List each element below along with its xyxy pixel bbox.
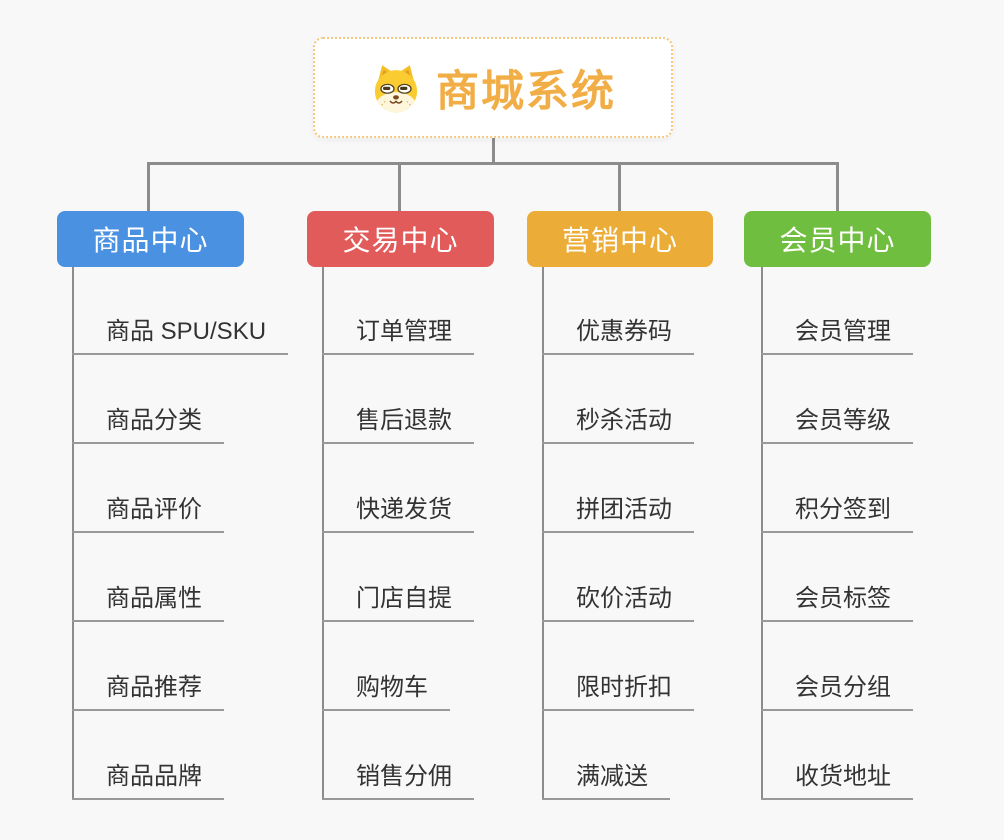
leaf-item[interactable]: 商品分类: [72, 404, 224, 444]
branch-trade-center[interactable]: 交易中心: [307, 211, 494, 267]
leaf-item[interactable]: 商品推荐: [72, 671, 224, 711]
leaf-item[interactable]: 砍价活动: [542, 582, 694, 622]
branch-trunk: [322, 267, 324, 800]
leaf-item[interactable]: 订单管理: [322, 315, 474, 355]
leaf-item[interactable]: 门店自提: [322, 582, 474, 622]
root-title: 商城系统: [436, 67, 616, 116]
branch-label: 会员中心: [779, 225, 896, 256]
leaf-item[interactable]: 会员分组: [761, 671, 913, 711]
branch-trunk: [72, 267, 74, 800]
shiba-dog-icon: [374, 64, 418, 112]
root-node[interactable]: 商城系统: [313, 37, 673, 138]
branch-product-center[interactable]: 商品中心: [57, 211, 244, 267]
connector-drop: [836, 164, 839, 211]
leaf-item[interactable]: 满减送: [542, 760, 670, 800]
leaf-item[interactable]: 限时折扣: [542, 671, 694, 711]
branch-trunk: [761, 267, 763, 800]
branch-label: 营销中心: [561, 225, 678, 256]
leaf-item[interactable]: 快递发货: [322, 493, 474, 533]
connector-drop: [398, 164, 401, 211]
leaf-item[interactable]: 会员标签: [761, 582, 913, 622]
leaf-item[interactable]: 会员管理: [761, 315, 913, 355]
connector-drop: [147, 164, 150, 211]
leaf-item[interactable]: 拼团活动: [542, 493, 694, 533]
branch-trunk: [542, 267, 544, 800]
branch-label: 商品中心: [92, 225, 209, 256]
leaf-item[interactable]: 售后退款: [322, 404, 474, 444]
branch-member-center[interactable]: 会员中心: [744, 211, 931, 267]
leaf-item[interactable]: 优惠券码: [542, 315, 694, 355]
leaf-item[interactable]: 秒杀活动: [542, 404, 694, 444]
leaf-item[interactable]: 商品评价: [72, 493, 224, 533]
branch-marketing-center[interactable]: 营销中心: [527, 211, 713, 267]
leaf-item[interactable]: 商品 SPU/SKU: [72, 315, 289, 355]
leaf-item[interactable]: 会员等级: [761, 404, 913, 444]
connector-drop: [618, 164, 621, 211]
leaf-item[interactable]: 销售分佣: [322, 760, 474, 800]
leaf-item[interactable]: 收货地址: [761, 760, 913, 800]
connector-root-stub: [492, 137, 495, 164]
connector-bus: [147, 162, 839, 165]
leaf-item[interactable]: 积分签到: [761, 493, 913, 533]
leaf-item[interactable]: 购物车: [322, 671, 450, 711]
leaf-item[interactable]: 商品品牌: [72, 760, 224, 800]
leaf-item[interactable]: 商品属性: [72, 582, 224, 622]
branch-label: 交易中心: [342, 225, 459, 256]
